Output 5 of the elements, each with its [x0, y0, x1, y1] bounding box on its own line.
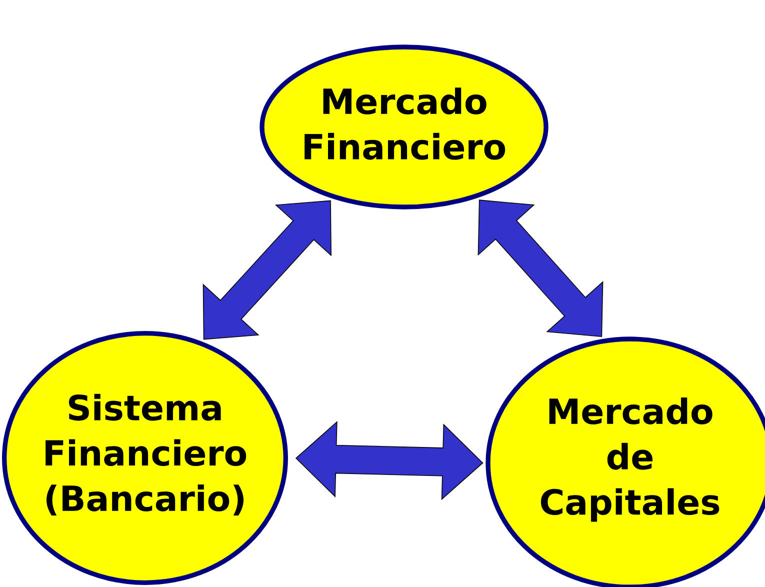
ellipse-node: Mercado Financiero — [260, 44, 548, 210]
ellipse-node: Sistema Financiero (Bancario) — [2, 331, 288, 585]
ellipse-node: Mercado de Capitales — [486, 336, 765, 587]
double-arrow — [478, 200, 604, 338]
double-arrow — [202, 200, 332, 340]
